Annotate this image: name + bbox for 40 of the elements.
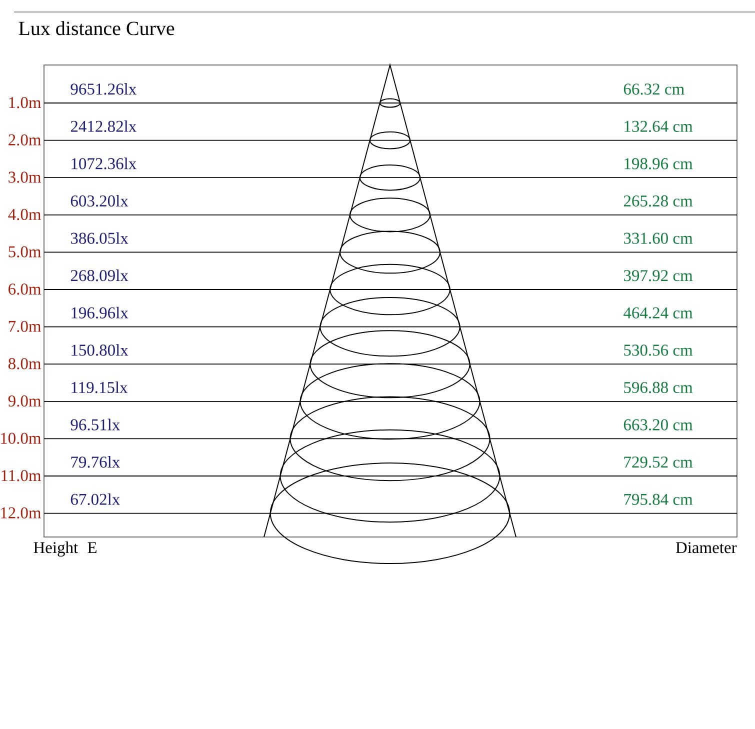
axis-label: Height [34,542,78,557]
height-label: 2.0m [8,134,42,146]
height-label: 1.0m [9,97,42,108]
illuminance-label: 79.76lx [71,456,120,468]
illuminance-label: 9651.26lx [70,83,136,95]
height-label: 4.0m [8,208,42,220]
illuminance-label: 1072.36lx [72,158,136,170]
illuminance-label: 2412.82lx [70,120,136,132]
height-label: 5.0m [8,246,42,258]
illuminance-label: 119.15lx [72,381,128,394]
height-label: 6.0m [8,284,42,295]
title: Lux distance Curve [18,21,174,36]
axis-label: E [88,542,96,553]
diameter-label: 596.88 cm [624,382,693,394]
diameter-label: 464.24 cm [624,307,693,319]
height-label: 7.0m [8,320,42,332]
illuminance-label: 196.96lx [72,306,128,319]
height-label: 10.0m [1,432,42,444]
height-label: 8.0m [8,358,42,370]
illuminance-label: 67.02lx [70,493,120,506]
axis-label: Diameter [676,542,737,554]
diameter-label: 66.32 cm [624,84,684,95]
diameter-label: 198.96 cm [624,158,693,170]
diameter-label: 729.52 cm [624,456,693,468]
illuminance-label: 268.09lx [70,270,128,282]
diameter-label: 795.84 cm [624,494,693,506]
diameter-label: 530.56 cm [624,344,693,356]
height-label: 11.0m [2,470,42,482]
height-label: 9.0m [8,395,42,407]
diameter-label: 331.60 cm [624,232,693,244]
diameter-label: 663.20 cm [624,419,693,430]
diameter-label: 132.64 cm [624,120,693,132]
diameter-label: 397.92 cm [624,270,693,282]
illuminance-label: 96.51lx [70,418,120,430]
illuminance-label: 150.80lx [72,344,128,356]
illuminance-label: 603.20lx [70,194,128,207]
height-label: 12.0m [1,507,42,519]
diameter-label: 265.28 cm [624,195,693,207]
illuminance-label: 386.05lx [70,232,128,244]
height-label: 3.0m [8,172,42,183]
